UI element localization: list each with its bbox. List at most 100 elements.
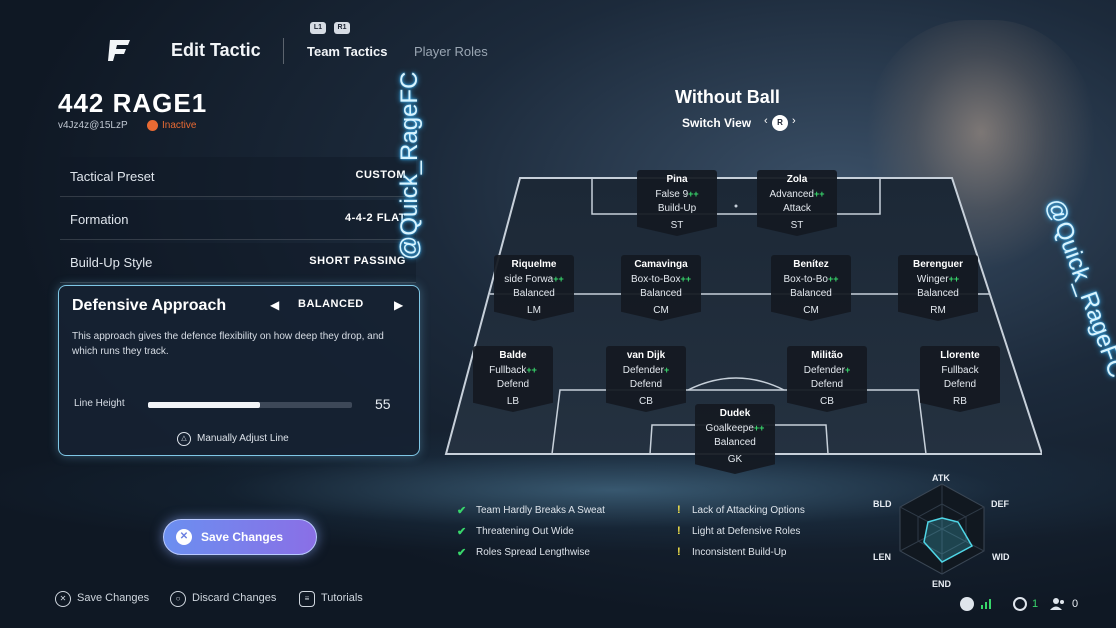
switch-view-label[interactable]: Switch View [682,116,752,130]
radar-label-atk: ATK [932,473,950,483]
player-name: Camavinga [634,259,688,270]
player-focus: Defend [810,379,844,390]
player-card[interactable]: Zola Advanced++ Attack ST [757,170,837,236]
insight-positive: Threatening Out Wide [476,526,574,537]
notification-icon[interactable] [1013,597,1027,611]
setting-value: SHORT PASSING [309,255,406,267]
player-card[interactable]: van Dijk Defender+ Defend CB [606,346,686,412]
player-position: LB [506,396,520,407]
player-focus: Attack [783,203,811,214]
insight-warning: Inconsistent Build-Up [692,547,787,558]
setting-tactical-preset[interactable]: Tactical Preset CUSTOM [60,157,416,197]
check-icon: ✔ [457,526,467,538]
footer-discard-changes[interactable]: Discard Changes [192,592,277,604]
l1-bumper-icon: L1 [310,22,326,34]
player-focus: Build-Up [657,203,697,214]
player-role: Defender+ [803,365,851,376]
defensive-approach-description: This approach gives the defence flexibil… [72,331,384,357]
insight-positive: Team Hardly Breaks A Sweat [476,505,605,516]
player-position: LM [527,305,541,316]
player-focus: Balanced [917,288,959,299]
radar-label-end: END [932,579,952,589]
player-position: CB [639,396,653,407]
r-stick-icon[interactable]: R [772,115,788,131]
player-name: Riquelme [511,259,557,270]
line-height-value: 55 [375,396,391,412]
player-name: Pina [666,174,688,185]
cross-button-icon: ✕ [176,529,192,545]
player-focus: Balanced [790,288,832,299]
setting-value: 4-4-2 FLAT [344,212,406,224]
view-title: Without Ball [675,87,780,107]
player-name: Militão [811,350,843,361]
signal-icon [981,599,991,609]
player-name: Llorente [940,350,980,361]
player-card[interactable]: Pina False 9++ Build-Up ST [637,170,717,236]
player-name: Zola [786,174,808,185]
player-position: ST [670,220,684,231]
player-focus: Defend [943,379,977,390]
manually-adjust-line-label[interactable]: Manually Adjust Line [197,433,289,444]
tactic-code: v4Jz4z@15LzP [58,120,128,131]
insight-warning: Light at Defensive Roles [692,526,801,537]
arrow-right-icon[interactable]: ▶ [394,298,404,312]
setting-build-up-style[interactable]: Build-Up Style SHORT PASSING [60,243,416,283]
setting-value: CUSTOM [355,169,406,181]
player-card[interactable]: Balde Fullback++ Defend LB [473,346,553,412]
player-position: CM [653,305,669,316]
player-card[interactable]: Llorente Fullback Defend RB [920,346,1000,412]
player-name: Berenguer [912,259,963,270]
radar-label-def: DEF [991,499,1009,509]
setting-formation[interactable]: Formation 4-4-2 FLAT [60,200,416,240]
ea-logo-icon [960,597,974,611]
tab-team-tactics[interactable]: Team Tactics [307,44,388,59]
player-position: CM [803,305,819,316]
player-role: Defender+ [622,365,670,376]
player-card[interactable]: Berenguer Winger++ Balanced RM [898,255,978,321]
friends-icon[interactable] [1050,597,1066,611]
player-role: Box-to-Bo++ [783,274,839,285]
game-logo-icon [108,40,130,61]
footer-save-changes[interactable]: Save Changes [77,592,150,604]
player-role: Fullback++ [489,365,537,376]
player-card[interactable]: Militão Defender+ Defend CB [787,346,867,412]
player-role: Winger++ [916,274,960,285]
player-focus: Defend [496,379,530,390]
player-name: Dudek [719,408,751,419]
player-position: CB [820,396,834,407]
check-icon: ✔ [457,505,467,517]
tactic-radar-chart [899,483,985,575]
footer-tutorials[interactable]: Tutorials [321,592,363,604]
player-card[interactable]: Camavinga Box-to-Box++ Balanced CM [621,255,701,321]
circle-button-icon: ○ [170,591,186,607]
insight-positive: Roles Spread Lengthwise [476,547,590,558]
player-position: RM [930,305,946,316]
setting-label: Tactical Preset [70,169,155,184]
radar-label-len: LEN [873,552,891,562]
arrow-left-icon[interactable]: ◀ [270,298,280,312]
warning-icon: ! [677,525,681,537]
defensive-approach-panel[interactable] [58,285,420,456]
watermark-left: @Quick_RageFC [396,71,423,260]
line-height-fill [148,402,261,408]
player-role: Goalkeepe++ [705,423,765,434]
notification-count: 1 [1032,598,1039,610]
line-height-label: Line Height [74,398,125,409]
tab-player-roles[interactable]: Player Roles [414,44,488,59]
player-card[interactable]: Dudek Goalkeepe++ Balanced GK [695,404,775,474]
triangle-button-icon: △ [177,432,191,446]
setting-label: Formation [70,212,129,227]
inactive-status-icon [147,120,158,131]
player-focus: Balanced [714,437,756,448]
defensive-approach-title: Defensive Approach [72,297,227,314]
player-name: van Dijk [626,350,666,361]
header-divider [283,38,284,64]
player-position: ST [790,220,804,231]
warning-icon: ! [677,546,681,558]
tactic-name: 442 RAGE1 [58,88,208,118]
setting-label: Build-Up Style [70,255,153,270]
page-title: Edit Tactic [171,40,261,60]
player-card[interactable]: Riquelme side Forwa++ Balanced LM [494,255,574,321]
player-card[interactable]: Benítez Box-to-Bo++ Balanced CM [771,255,851,321]
radar-label-bld: BLD [873,499,892,509]
